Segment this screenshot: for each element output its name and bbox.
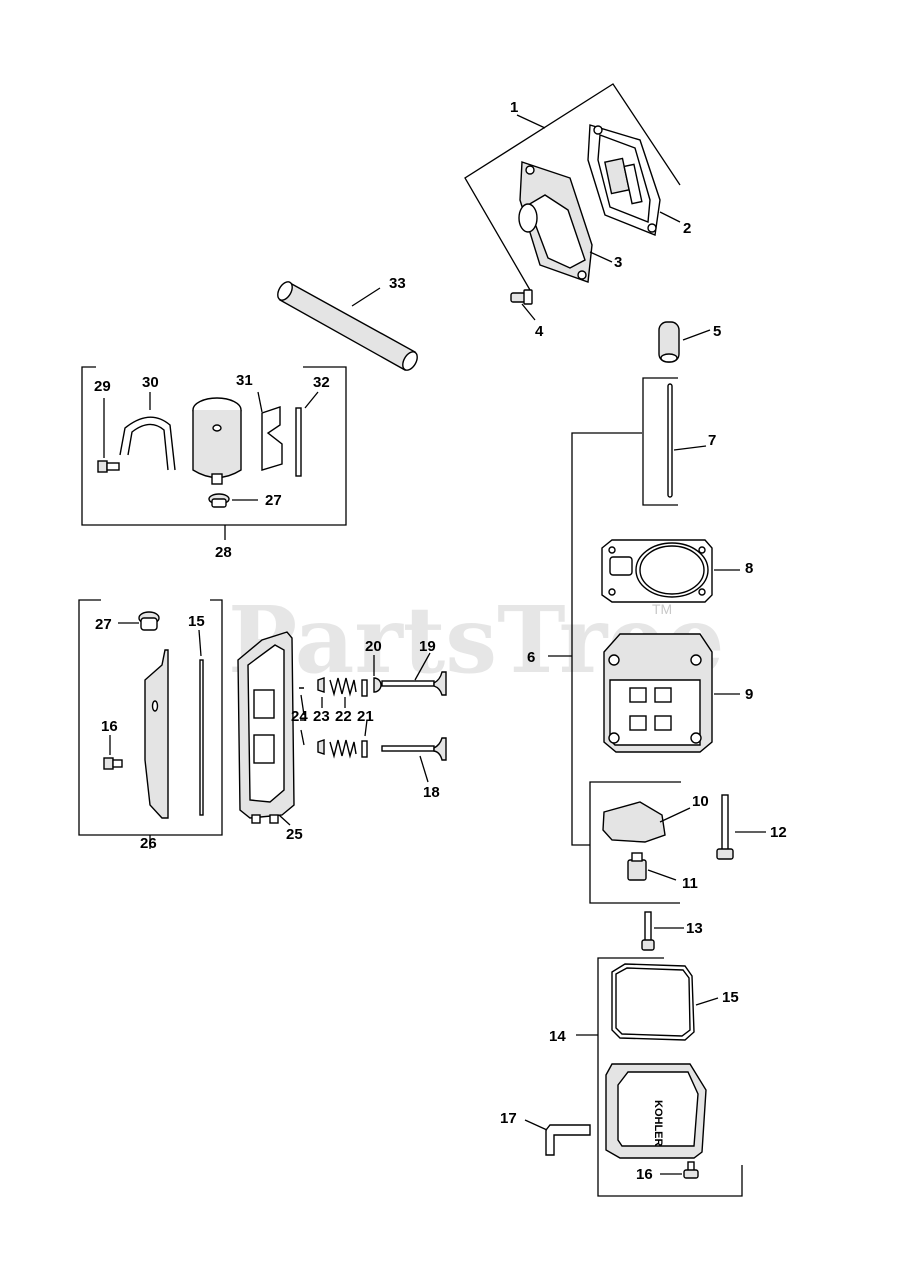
callout-32: 32 [313,374,330,391]
exhaust-valve-part[interactable] [381,671,447,696]
side-cover-plate-part[interactable] [144,649,169,819]
watermark-trademark: TM [652,601,672,617]
breather-cover-part[interactable] [518,161,593,283]
callout-6: 6 [527,649,535,666]
callout-27-side: 27 [95,616,112,633]
breather-cover-group [464,83,681,321]
cylinder-head-part[interactable] [237,631,295,824]
side-grommet-part[interactable] [138,611,160,631]
callout-15-side: 15 [188,613,205,630]
breather-screw-part[interactable] [510,289,533,305]
filter-gasket-part[interactable] [295,407,302,477]
callout-25: 25 [286,826,303,843]
callout-13: 13 [686,920,703,937]
filter-clamp-part[interactable] [119,416,176,471]
valve-retainer-part[interactable] [299,677,325,755]
valve-cover-group: KOHLER [576,957,743,1197]
callout-4: 4 [535,323,544,340]
callout-31: 31 [236,372,253,389]
fuel-filter-group [81,366,347,540]
callout-1: 1 [510,99,518,116]
cover-screw-part[interactable] [683,1161,699,1179]
callout-3: 3 [614,254,622,271]
valve-spring-part[interactable] [329,677,357,759]
side-cover-group [78,599,223,849]
side-screw-part[interactable] [103,757,123,770]
callout-9: 9 [745,686,753,703]
callout-16-side: 16 [101,718,118,735]
rocker-arm-part[interactable] [602,801,666,843]
lifter-part[interactable] [627,852,647,881]
lift-bracket-part[interactable] [545,1124,591,1156]
rocker-head-part[interactable] [603,633,713,753]
callout-26: 26 [140,835,157,852]
callout-24: 24 [291,708,308,725]
callout-8: 8 [745,560,753,577]
callout-29: 29 [94,378,111,395]
valve-cover-logo: KOHLER [652,1100,664,1147]
callout-10: 10 [692,793,709,810]
callout-22: 22 [335,708,352,725]
head-assembly-group [548,321,766,904]
callout-12: 12 [770,824,787,841]
push-rod-part[interactable] [667,383,673,498]
head-gasket-part[interactable] [601,539,713,603]
filter-bolt-part[interactable] [97,460,120,473]
callout-21: 21 [357,708,374,725]
intake-valve-part[interactable] [381,737,447,761]
callout-5: 5 [713,323,721,340]
filter-bracket-part[interactable] [261,406,283,471]
callout-33: 33 [389,275,406,292]
valve-seal-part[interactable] [361,679,368,758]
side-gasket-part[interactable] [199,659,204,816]
callout-2: 2 [683,220,691,237]
callout-27-filter: 27 [265,492,282,509]
callout-16-valve-cover: 16 [636,1166,653,1183]
callout-18: 18 [423,784,440,801]
fuel-filter-part[interactable] [192,397,242,485]
breather-gasket-part[interactable] [587,124,661,236]
callout-30: 30 [142,374,159,391]
callout-28: 28 [215,544,232,561]
callout-17: 17 [500,1110,517,1127]
callout-19: 19 [419,638,436,655]
callout-23: 23 [313,708,330,725]
callout-11: 11 [682,875,698,892]
callout-14: 14 [549,1028,566,1045]
guide-sleeve-part[interactable] [658,321,680,363]
breather-tube-part[interactable] [275,279,420,372]
head-bolt-part[interactable] [716,794,734,860]
breather-pin-part[interactable] [641,911,655,951]
valve-keeper-part[interactable] [373,677,382,693]
callout-15-valve-cover: 15 [722,989,739,1006]
valve-cover-part[interactable]: KOHLER [605,1063,707,1159]
cover-gasket-part[interactable] [611,963,695,1041]
callout-7: 7 [708,432,716,449]
filter-grommet-part[interactable] [208,493,230,508]
callout-20: 20 [365,638,382,655]
